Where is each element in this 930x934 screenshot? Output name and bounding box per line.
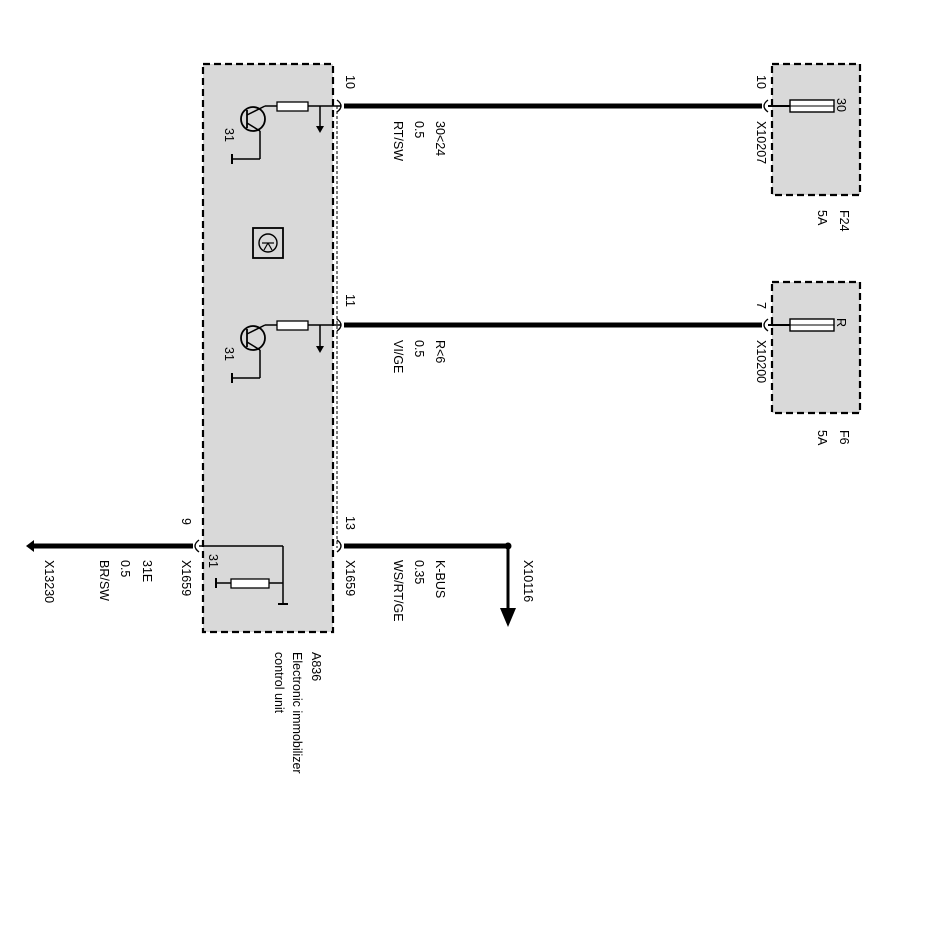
wire-size: 0.5	[412, 121, 426, 138]
transistor-circuit-pin-11: 31	[222, 320, 341, 383]
destination-connector: X10116	[521, 560, 535, 602]
wire-size: 0.35	[412, 560, 426, 584]
wire-pin-13: 13 X1659 K-BUS 0.35 WS/RT/GE X10116	[336, 516, 535, 627]
pin-number: 11	[343, 294, 357, 307]
far-connector: X10200	[754, 340, 768, 383]
wire-circuit: K-BUS	[433, 560, 447, 598]
control-unit-name: Electronic immobilizer control unit	[272, 652, 304, 777]
destination-connector: X13230	[42, 560, 56, 603]
fuse-terminal: 30	[834, 98, 848, 112]
arrow-left-icon	[26, 540, 34, 552]
wire-pin-10: 10 30<24 0.5 RT/SW 10 X10207	[336, 75, 769, 164]
ground-label: 31	[222, 128, 236, 142]
wire-pin-9: 9 X1659 31E 0.5 BR/SW X13230	[26, 518, 200, 603]
control-unit-box	[201, 62, 335, 634]
fuse-terminal: R	[834, 318, 848, 327]
far-connector: X10207	[754, 121, 768, 164]
far-pin-number: 7	[754, 302, 768, 309]
far-pin-number: 10	[754, 75, 768, 89]
connector-label: X1659	[179, 560, 193, 596]
connector-label: X1659	[343, 560, 357, 596]
wire-color: BR/SW	[97, 560, 111, 601]
fuse-box-f24: 30 F24 5A	[768, 62, 862, 232]
ground-label: 31	[206, 554, 220, 568]
wire-circuit: 31E	[140, 560, 154, 582]
wire-color: VI/GE	[391, 340, 405, 373]
wire-circuit: 30<24	[433, 121, 447, 156]
fuse-box-f6: R F6 5A	[768, 280, 862, 446]
resistor-symbol	[276, 101, 309, 112]
wire-size: 0.5	[412, 340, 426, 357]
fuse-id: F24	[837, 210, 851, 232]
wire-color: RT/SW	[391, 121, 405, 161]
wire-size: 0.5	[118, 560, 132, 577]
pin-number: 13	[343, 516, 357, 530]
fuse-rating: 5A	[815, 430, 829, 446]
wire-pin-11: 11 R<6 0.5 VI/GE 7 X10200	[336, 294, 769, 383]
control-unit-id: A836	[309, 652, 323, 681]
resistor-symbol	[276, 320, 309, 331]
resistor-symbol	[230, 578, 270, 589]
immobilizer-symbol-icon	[252, 227, 284, 259]
ground-label: 31	[222, 347, 236, 361]
transistor-circuit-pin-10: 31	[222, 101, 341, 164]
wire-circuit: R<6	[433, 340, 447, 363]
fuse-id: F6	[837, 430, 851, 445]
pin-number: 9	[179, 518, 193, 525]
fuse-rating: 5A	[815, 210, 829, 226]
ground-circuit-pin-9: 31	[199, 545, 288, 605]
pin-number: 10	[343, 75, 357, 89]
wire-color: WS/RT/GE	[391, 560, 405, 622]
